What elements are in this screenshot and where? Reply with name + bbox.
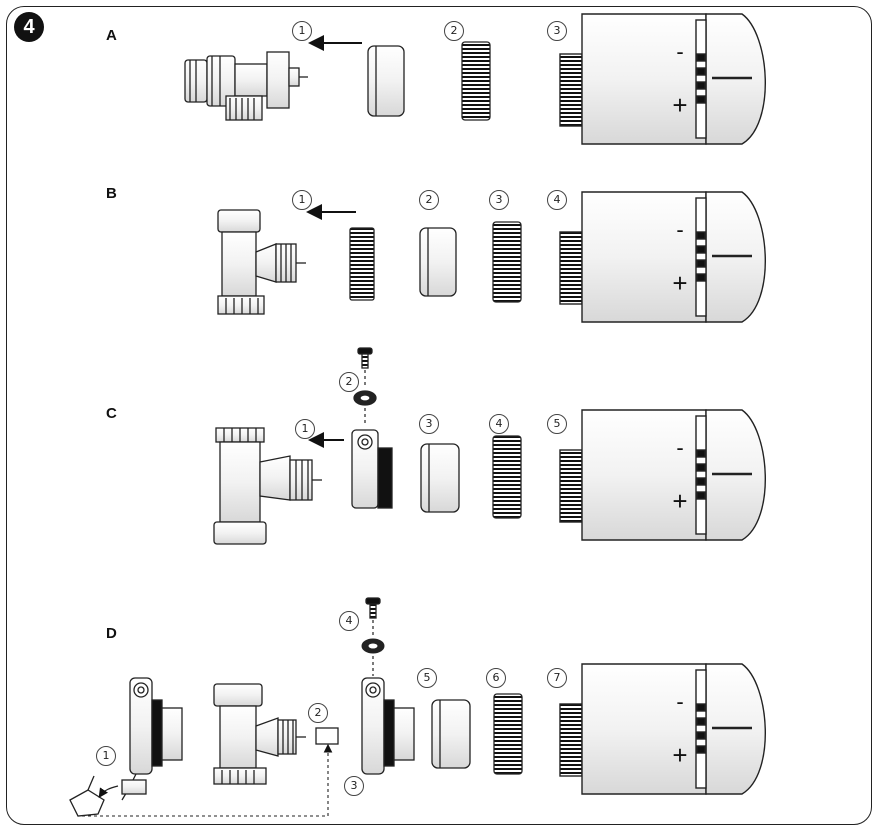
thermostat-heads: - + - + - + - + (559, 13, 766, 795)
row-d-clamp-bracket (121, 677, 183, 801)
row-c-part-number-3: 3 (419, 414, 439, 434)
row-d-dashed-path (82, 743, 333, 817)
minus-symbol: - (676, 217, 683, 242)
row-c-part-number-1: 1 (295, 419, 315, 439)
row-c-hex-nut (353, 390, 377, 406)
row-a-part-number-2: 2 (444, 21, 464, 41)
step-badge: 4 (14, 12, 44, 42)
row-b-part-number-4: 4 (547, 190, 567, 210)
plus-symbol: + (672, 486, 687, 516)
row-a-part-number-3: 3 (547, 21, 567, 41)
row-c-screw (357, 347, 373, 369)
row-c-valve (213, 427, 322, 545)
row-label-d: D (106, 625, 117, 642)
row-c-nut (492, 435, 522, 519)
row-c-part-number-2: 2 (339, 372, 359, 392)
row-c-adapter (420, 443, 460, 513)
row-b-adapter (419, 227, 457, 297)
row-b-part-number-1: 1 (292, 190, 312, 210)
thermostat-head-row-b (559, 191, 766, 323)
row-b-part-number-3: 3 (489, 190, 509, 210)
row-b-part-number-2: 2 (419, 190, 439, 210)
row-d-part-number-6: 6 (486, 668, 506, 688)
row-c-part-number-5: 5 (547, 414, 567, 434)
row-label-a: A (106, 27, 117, 44)
row-d-screw (365, 597, 381, 619)
row-d-clamp-assembly (361, 677, 415, 775)
row-d-valve (213, 683, 306, 785)
minus-symbol: - (676, 435, 683, 460)
minus-symbol: - (676, 39, 683, 64)
row-d-part-number-4: 4 (339, 611, 359, 631)
row-b-valve (217, 209, 306, 315)
row-d-removed-clip (69, 775, 105, 817)
thermostat-head-row-d (559, 663, 766, 795)
row-a-nut (461, 41, 491, 121)
row-d-part-number-2: 2 (308, 703, 328, 723)
plus-symbol: + (672, 90, 687, 120)
thermostat-head-row-c (559, 409, 766, 541)
row-c-clamp-adapter (351, 429, 393, 509)
row-d-small-part (315, 727, 339, 745)
row-a-valve (184, 51, 308, 121)
diagram-frame (6, 6, 872, 825)
row-c-part-number-4: 4 (489, 414, 509, 434)
row-b-nut (492, 221, 522, 303)
row-d-part-number-5: 5 (417, 668, 437, 688)
row-d-nut (493, 693, 523, 775)
row-d-adapter (431, 699, 471, 769)
minus-symbol: - (676, 689, 683, 714)
row-d-part-number-7: 7 (547, 668, 567, 688)
plus-symbol: + (672, 740, 687, 770)
thermostat-head-row-a (559, 13, 766, 145)
row-label-b: B (106, 185, 117, 202)
row-b-threaded-insert (349, 227, 375, 301)
row-label-c: C (106, 405, 117, 422)
row-d-hex-nut (361, 638, 385, 654)
plus-symbol: + (672, 268, 687, 298)
row-a-adapter (367, 45, 405, 117)
row-d-part-number-1: 1 (96, 746, 116, 766)
row-a-part-number-1: 1 (292, 21, 312, 41)
row-d-clip-arrow (98, 785, 119, 798)
row-d-part-number-3: 3 (344, 776, 364, 796)
